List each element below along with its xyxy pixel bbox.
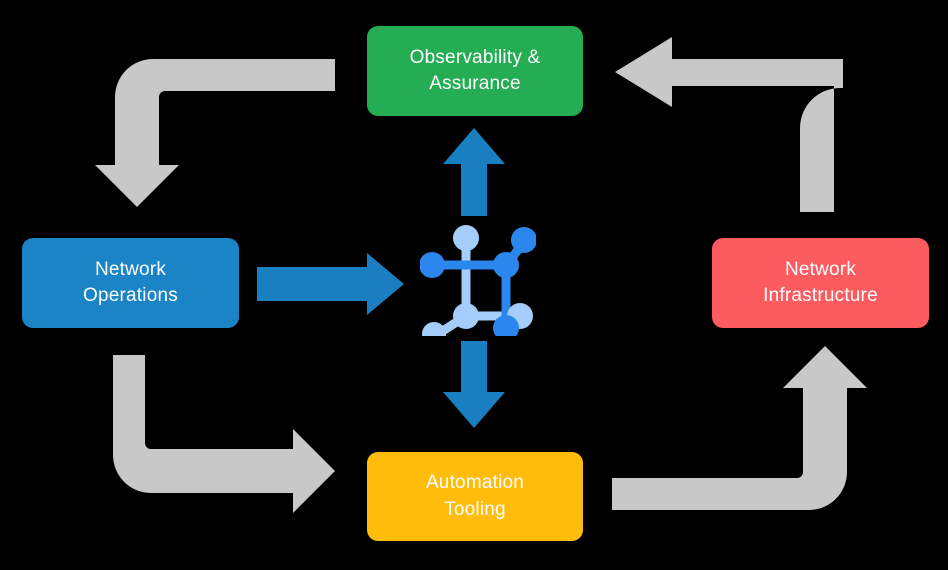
connector-operations-to-automation bbox=[113, 355, 335, 513]
connector-automation-to-infrastructure bbox=[612, 346, 867, 510]
connector-operations-to-center bbox=[257, 253, 404, 315]
connector-center-to-observability bbox=[443, 128, 505, 216]
connector-infrastructure-to-observability bbox=[615, 37, 843, 212]
node-network-infrastructure[interactable]: Network Infrastructure bbox=[712, 238, 929, 328]
node-automation-tooling[interactable]: Automation Tooling bbox=[367, 452, 583, 541]
network-topology-icon bbox=[420, 225, 536, 336]
connector-center-to-automation bbox=[443, 341, 505, 428]
node-observability-assurance[interactable]: Observability & Assurance bbox=[367, 26, 583, 116]
node-network-operations[interactable]: Network Operations bbox=[22, 238, 239, 328]
connector-observability-to-operations bbox=[95, 59, 335, 207]
